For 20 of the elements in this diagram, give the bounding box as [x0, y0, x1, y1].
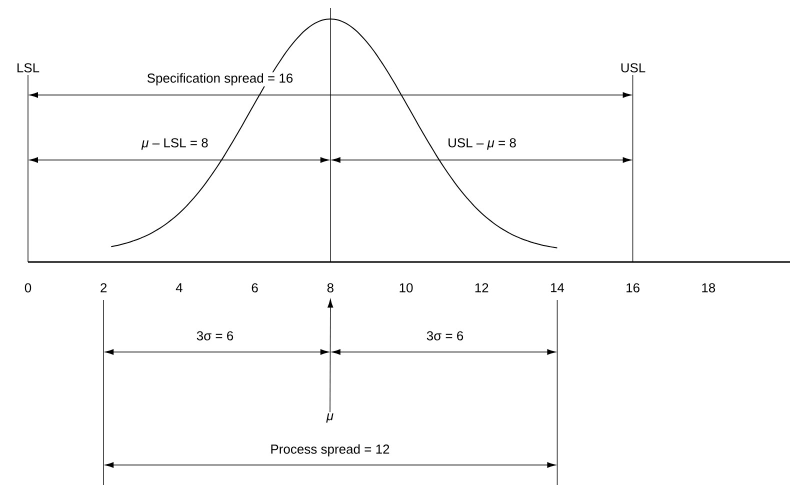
limit-label: USL — [619, 62, 647, 74]
tick-label: 2 — [98, 282, 108, 294]
limit-label: LSL — [15, 62, 41, 74]
dimension-label: Process spread = 12 — [269, 443, 391, 458]
tick-label: 10 — [398, 282, 414, 294]
dimension-label: USL – μ = 8 — [446, 137, 518, 151]
tick-label: 4 — [174, 282, 184, 294]
tick-label: 8 — [327, 283, 334, 292]
dimension-label: μ – LSL = 8 — [140, 137, 210, 151]
tick-label: 12 — [473, 282, 490, 294]
arrow — [328, 299, 334, 412]
tick-label: 0 — [23, 282, 33, 294]
tick-label: 6 — [250, 282, 260, 294]
dimension-label: Specification spread = 16 — [146, 72, 294, 86]
dimension-label: 3σ = 6 — [425, 330, 465, 342]
tick-label: 14 — [548, 282, 566, 294]
tick-label: 18 — [700, 282, 717, 294]
dimension-label: 3σ = 6 — [195, 330, 235, 342]
mean-symbol: μ — [326, 413, 334, 423]
tick-label: 16 — [624, 282, 642, 294]
